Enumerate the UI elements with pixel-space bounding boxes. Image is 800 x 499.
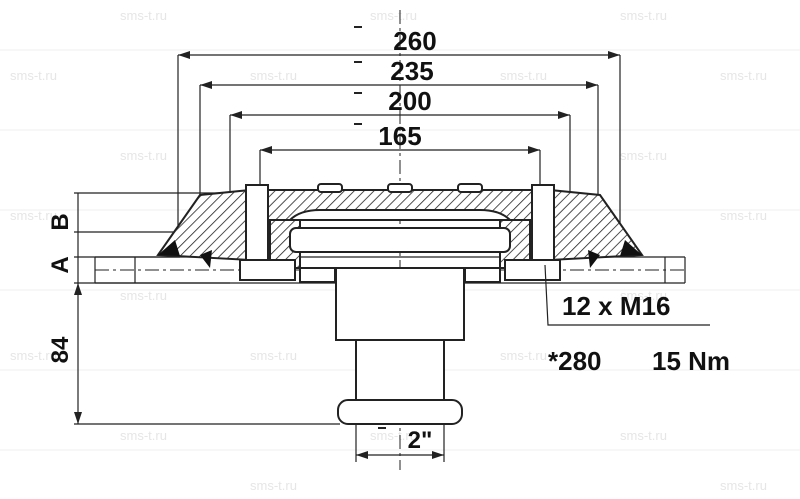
sealant-left — [158, 240, 180, 256]
watermark-text: sms-t.ru — [120, 428, 167, 443]
dim-165-label: 165 — [378, 121, 421, 151]
nut-right — [504, 259, 561, 281]
bolt-head — [457, 183, 483, 193]
watermark-text: sms-t.ru — [250, 348, 297, 363]
watermark-text: sms-t.ru — [120, 148, 167, 163]
watermark-text: sms-t.ru — [620, 428, 667, 443]
watermark-text: sms-t.ru — [720, 68, 767, 83]
watermark-text: sms-t.ru — [720, 478, 767, 493]
label-b: B — [47, 213, 74, 230]
watermark-text: sms-t.ru — [370, 428, 417, 443]
watermark-text: sms-t.ru — [620, 148, 667, 163]
bolts-leader — [544, 264, 710, 326]
watermark-text: sms-t.ru — [120, 8, 167, 23]
dim-84-label: 84 — [47, 336, 74, 363]
dim-200-label: 200 — [388, 86, 431, 116]
watermark-text: sms-t.ru — [10, 208, 57, 223]
tolerance-ticks — [354, 26, 362, 125]
watermark-text: sms-t.ru — [500, 68, 547, 83]
watermark-text: sms-t.ru — [370, 8, 417, 23]
watermark-text: sms-t.ru — [720, 208, 767, 223]
bolts — [239, 183, 561, 283]
nut — [464, 267, 501, 283]
bolt-left — [245, 184, 269, 261]
dim-235-label: 235 — [390, 56, 433, 86]
watermark-text: sms-t.ru — [10, 348, 57, 363]
nut-left — [239, 259, 296, 281]
label-a: A — [47, 256, 74, 273]
bolt-right — [531, 184, 555, 261]
sealant-right — [620, 240, 642, 256]
flange-body — [156, 188, 644, 269]
watermark-text: sms-t.ru — [10, 68, 57, 83]
torque-note: 15 Nm — [652, 346, 730, 376]
star-note: *280 — [548, 346, 602, 376]
dim-260-label: 260 — [393, 26, 436, 56]
outlet-tube — [335, 267, 465, 425]
watermark-text: sms-t.ru — [500, 348, 547, 363]
watermark-text: sms-t.ru — [250, 68, 297, 83]
dim-pipe-label: 2" — [408, 427, 433, 454]
bolts-note: 12 x M16 — [562, 291, 670, 321]
bolt-head — [387, 183, 413, 193]
watermark-text: sms-t.ru — [620, 288, 667, 303]
watermark-text: sms-t.ru — [120, 288, 167, 303]
watermark-text: sms-t.ru — [250, 478, 297, 493]
nut — [299, 267, 336, 283]
watermark-layer: sms-t.ru sms-t.ru sms-t.ru sms-t.ru sms-… — [0, 8, 800, 493]
watermark-text: sms-t.ru — [620, 8, 667, 23]
dimension-arrows — [178, 51, 620, 154]
bolt-head — [317, 183, 343, 193]
